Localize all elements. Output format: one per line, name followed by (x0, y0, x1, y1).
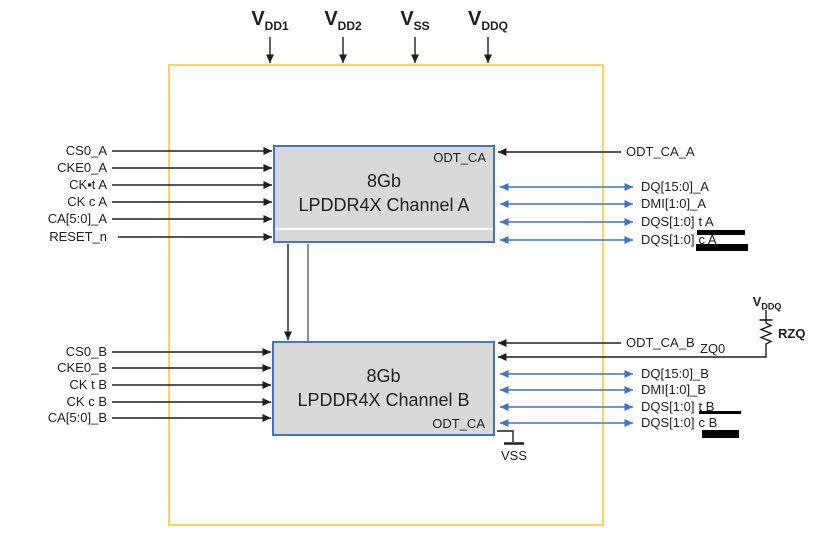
vss-ground-label: VSS (501, 448, 528, 463)
rzq-resistor-label: RZQ (778, 326, 806, 341)
pin-label-ck-c-b: CK c B (66, 394, 107, 409)
pin-label-odt-ca-b: ODT_CA_B (626, 335, 695, 350)
pin-label-ck-t-b: CK t B (69, 377, 107, 392)
pin-label-ca-a: CA[5:0]_A (47, 211, 107, 226)
pin-label-cs0-a: CS0_A (65, 143, 107, 158)
package-outline-box (168, 64, 604, 526)
pin-label-dqs-c-b: DQS[1:0]c B (641, 415, 718, 430)
channel-b-title: LPDDR4X Channel B (297, 389, 470, 410)
pin-label-cs0-b: CS0_B (65, 344, 107, 359)
pin-label-zq0: ZQ0 (700, 341, 726, 356)
pin-label-reset-n: RESET_n (49, 229, 107, 244)
redaction-bar-dqs-c-b (702, 430, 739, 438)
power-rail-label-vdd2: VDD2 (324, 8, 362, 33)
channel-b-input-arrows (112, 348, 271, 422)
channel-a-input-arrows (112, 147, 272, 241)
pin-label-ck-t-a: CK▪t A (69, 177, 107, 192)
channel-b-capacity: 8Gb (366, 365, 401, 386)
channel-b-block: ODT_CA 8Gb LPDDR4X Channel B (272, 341, 495, 436)
power-rail-label-vddq: VDDQ (467, 8, 509, 33)
channel-b-dq-arrows (500, 370, 633, 427)
pin-label-dmi-a: DMI[1:0]_A (641, 196, 707, 211)
pin-label-ca-b: CA[5:0]_B (47, 410, 107, 425)
vss-ground-wire (497, 430, 514, 442)
pin-label-dqs-t-a: DQS[1:0]t A (641, 214, 714, 229)
vddq-rail-label: VDDQ (752, 294, 782, 312)
channel-a-inner-divider (275, 228, 493, 230)
redaction-bar-dqs-t-b (699, 411, 741, 414)
channel-a-title: LPDDR4X Channel A (298, 195, 470, 215)
pin-label-dq-a: DQ[15:0]_A (641, 179, 709, 194)
zq0-wire (498, 347, 767, 361)
pin-label-odt-ca-a: ODT_CA_A (626, 144, 695, 159)
redaction-bar-dqs-t-a (697, 230, 745, 235)
pin-label-dq-b: DQ[15:0]_B (641, 366, 709, 381)
pin-label-dqs-c-a: DQS[1:0]c A (641, 232, 717, 247)
pin-label-cke0-a: CKE0_A (57, 160, 107, 175)
power-rail-label-vss: VSS (400, 8, 430, 33)
power-rail-arrows (266, 37, 492, 63)
channel-a-block: ODT_CA 8Gb LPDDR4X Channel A (273, 145, 495, 243)
redaction-bar-dqs-c-a (696, 244, 748, 251)
pin-label-dmi-b: DMI[1:0]_B (641, 382, 707, 397)
channel-a-dq-arrows (500, 183, 633, 244)
channel-a-capacity: 8Gb (366, 171, 402, 192)
channel-b-odt-ca-pin: ODT_CA (432, 416, 485, 431)
channel-a-odt-ca-pin: ODT_CA (433, 150, 486, 165)
pin-label-ck-c-a: CK c A (67, 194, 107, 209)
pin-label-cke0-b: CKE0_B (57, 360, 107, 375)
rzq-resistor-symbol (759, 310, 773, 347)
pin-label-dqs-t-b: DQS[1:0]t B (641, 399, 715, 414)
power-rail-label-vdd1: VDD1 (251, 8, 289, 33)
